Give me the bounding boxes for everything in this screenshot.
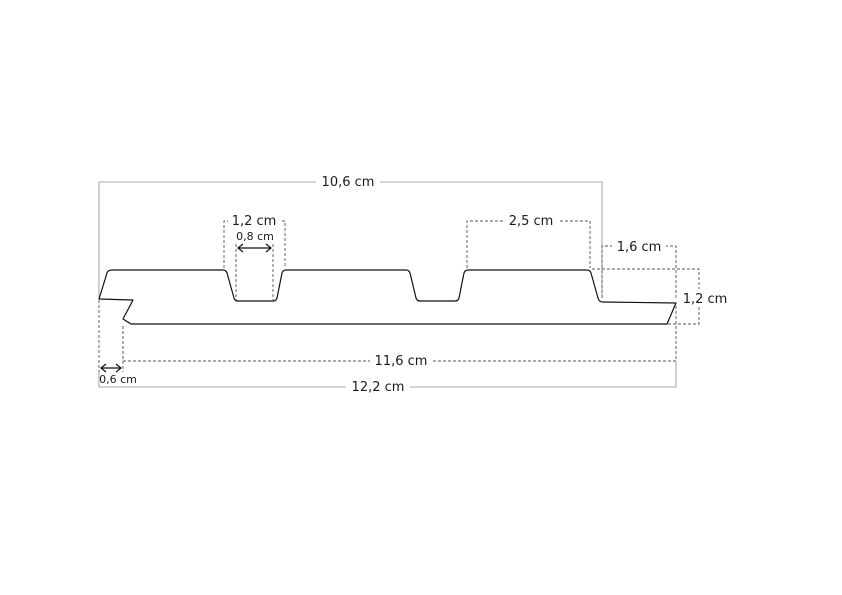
dim-overall-top-label: 10,6 cm [322,175,375,190]
dim-flat-segment-label: 2,5 cm [509,214,554,229]
dim-flat-segment: 2,5 cm [466,211,591,268]
dim-groove-outer-label: 1,2 cm [232,214,277,229]
dim-tongue: 0,6 cm [98,300,137,386]
dim-right-step: 1,6 cm [601,237,677,300]
dim-overall-length: 12,2 cm [98,361,677,395]
dim-tongue-label: 0,6 cm [99,373,137,386]
dim-overall-length-label: 12,2 cm [352,380,405,395]
dim-height-label: 1,2 cm [683,292,728,307]
dim-inner-length-label: 11,6 cm [375,354,428,369]
dim-right-step-label: 1,6 cm [617,240,662,255]
dim-groove-inner: 0,8 cm [235,230,274,300]
dim-overall-top: 10,6 cm [98,172,603,298]
dim-groove-inner-label: 0,8 cm [236,230,274,243]
profile-outline [98,269,677,325]
dim-groove-outer: 1,2 cm [223,211,286,268]
dim-height: 1,2 cm [592,268,730,325]
